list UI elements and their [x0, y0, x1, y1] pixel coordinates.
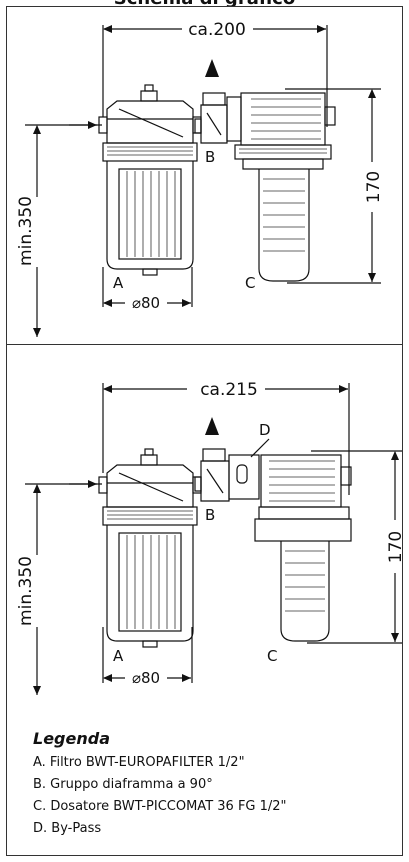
legend-title: Legenda	[33, 729, 110, 748]
diagram-divider	[7, 344, 402, 345]
diagram-bottom-svg: ca.215 min.350 170 ⌀80 A B C D	[16, 380, 402, 695]
diameter-dimension: ⌀80	[132, 669, 160, 687]
legend-item-d: D. By-Pass	[33, 821, 102, 836]
label-d: D	[259, 421, 271, 439]
label-b: B	[205, 148, 215, 166]
min-height-dimension: min.350	[16, 556, 36, 626]
legend-item-b: B. Gruppo diaframma a 90°	[33, 777, 213, 792]
legend-item-a: A. Filtro BWT-EUROPAFILTER 1/2"	[33, 755, 245, 770]
min-height-dimension: min.350	[16, 196, 36, 266]
page-title: Schema di grafico	[0, 0, 409, 9]
label-a: A	[113, 274, 124, 292]
diagram-top-svg: ca.200 min.350 170 ⌀80 A B C	[16, 20, 384, 337]
drawing-frame: ca.200 min.350 170 ⌀80 A B C	[6, 6, 403, 856]
flow-up-arrow-icon	[205, 417, 219, 435]
label-a: A	[113, 647, 124, 665]
width-dimension: ca.215	[200, 380, 258, 400]
legend: Legenda A. Filtro BWT-EUROPAFILTER 1/2" …	[33, 729, 393, 840]
legend-item-c: C. Dosatore BWT-PICCOMAT 36 FG 1/2"	[33, 799, 287, 814]
diagram-top: ca.200 min.350 170 ⌀80 A B C	[7, 7, 402, 344]
flow-up-arrow-icon	[205, 59, 219, 77]
height-dimension: 170	[386, 531, 402, 563]
label-c: C	[245, 274, 255, 292]
height-dimension: 170	[364, 171, 384, 203]
diameter-dimension: ⌀80	[132, 294, 160, 312]
label-c: C	[267, 647, 277, 665]
label-b: B	[205, 506, 215, 524]
width-dimension: ca.200	[188, 20, 246, 40]
diagram-bottom: ca.215 min.350 170 ⌀80 A B C D	[7, 345, 402, 697]
